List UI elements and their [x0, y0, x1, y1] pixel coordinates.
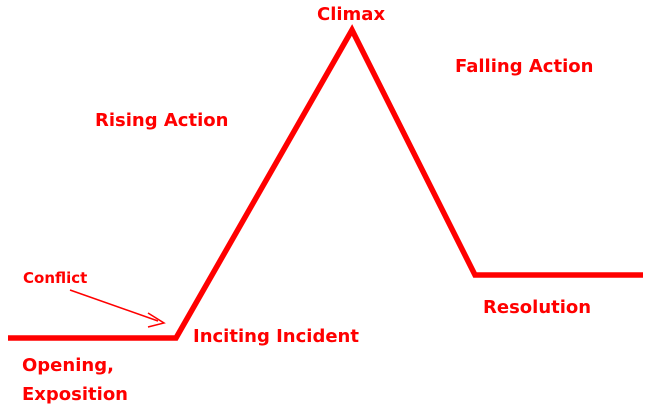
label-opening: Opening,: [22, 355, 114, 376]
conflict-arrow-shaft: [69, 289, 159, 322]
label-resolution: Resolution: [483, 297, 591, 318]
label-inciting-incident: Inciting Incident: [193, 326, 359, 347]
label-rising-action: Rising Action: [95, 110, 228, 131]
label-exposition: Exposition: [22, 384, 128, 405]
label-falling-action: Falling Action: [455, 56, 593, 77]
label-climax: Climax: [317, 4, 385, 25]
conflict-arrow-head: [147, 312, 166, 328]
label-conflict: Conflict: [23, 269, 87, 287]
plot-line: [8, 24, 643, 341]
